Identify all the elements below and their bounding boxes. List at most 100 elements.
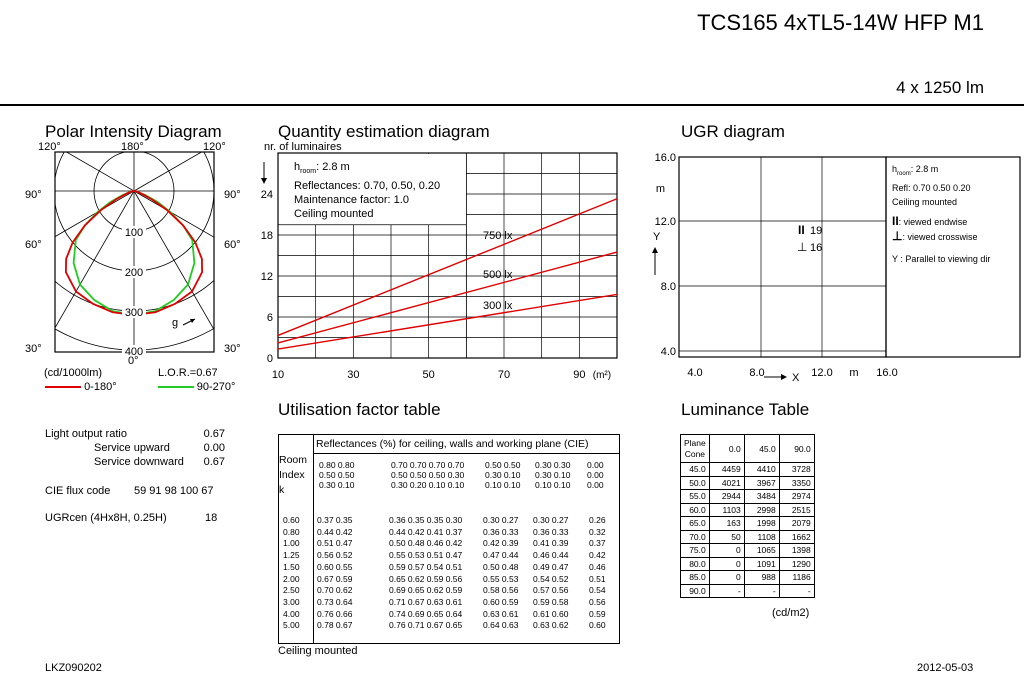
lum-cell: 4021 — [708, 475, 745, 490]
uf-cell: 0.26 — [589, 515, 606, 525]
uf-refl-line: 0.10 0.10 — [485, 480, 521, 490]
qty-xtick: 90 — [573, 369, 585, 381]
uf-cell: 0.78 0.67 — [317, 620, 353, 631]
uf-cell: 0.55 0.53 0.51 0.47 — [389, 550, 463, 561]
ring-label-bg — [122, 345, 146, 357]
ring-label-4: 400 — [125, 346, 143, 358]
lum-cell: 163 — [708, 516, 745, 531]
uf-refl-line: 0.10 0.10 — [535, 480, 571, 490]
service-upward-value: 0.00 — [203, 442, 225, 454]
lum-cell: 3484 — [743, 489, 780, 504]
quantity-info: hroom: 2.8 m Reflectances: 0.70, 0.50, 0… — [294, 160, 440, 221]
uf-refl-line: 0.50 0.50 0.50 0.30 — [391, 470, 465, 480]
uf-cell: 0.51 0.47 — [317, 538, 353, 549]
uf-cell: 0.54 — [589, 585, 606, 596]
qty-ytick: 24 — [261, 189, 273, 201]
quantity-reflectances: Reflectances: 0.70, 0.50, 0.20 — [294, 180, 441, 193]
uf-room-index: 0.60 — [283, 515, 300, 525]
uf-cell: 0.73 0.64 — [317, 596, 353, 607]
ugr-y-axis: Y — [653, 231, 661, 243]
lor-label: Light output ratio — [45, 428, 127, 440]
qty-xtick: 10 — [272, 369, 284, 381]
uf-cell: 0.37 — [589, 538, 606, 549]
legend-swatch-c0 — [45, 386, 81, 389]
uf-cell: 0.30 0.27 — [533, 515, 569, 525]
header-divider — [0, 104, 1024, 106]
ugr-mount: Ceiling mounted — [892, 196, 958, 207]
ugr-parallel: Y : Parallel to viewing dir — [892, 254, 991, 264]
ugr-x-axis: X — [792, 372, 800, 384]
ugr-xtick: 16.0 — [876, 367, 897, 379]
uf-cell: 0.47 0.44 — [483, 550, 519, 561]
uf-cell: 0.30 0.27 — [483, 515, 519, 525]
cie-flux-value: 59 91 98 100 67 — [134, 485, 214, 497]
uf-cell: 0.49 0.47 — [533, 561, 569, 572]
angle-left-30: 30° — [25, 343, 42, 355]
ugr-ytick: 16.0 — [655, 152, 676, 164]
uf-footer: Ceiling mounted — [278, 645, 358, 657]
ring-label-bg — [122, 226, 146, 238]
qty-line-1 — [277, 251, 618, 344]
lum-col-45: 45.0 — [743, 434, 780, 463]
polar-legend: 0-180° 90-270° — [45, 381, 235, 393]
uf-room-index: 1.25 — [283, 550, 300, 561]
service-upward-label: Service upward — [94, 442, 170, 454]
uf-cell: 0.50 0.48 — [483, 561, 519, 572]
qty-ytick: 18 — [261, 230, 273, 242]
uf-cell: 0.60 0.59 — [483, 596, 519, 607]
uf-cell: 0.63 0.61 — [483, 608, 519, 619]
ring-label-bg — [122, 306, 146, 318]
angle-top-center: 180° — [121, 141, 144, 153]
ring-label-1: 100 — [125, 227, 143, 239]
uf-cell: 0.41 0.39 — [533, 538, 569, 549]
uf-room-index: 4.00 — [283, 608, 300, 619]
angle-top-left: 120° — [38, 141, 61, 153]
lum-cell: 50 — [708, 529, 745, 544]
legend-swatch-c90 — [157, 386, 194, 389]
uf-refl-line: 0.00 — [587, 480, 604, 490]
hroom-value: 2.8 m — [322, 161, 350, 173]
uf-refl-line: 0.00 — [587, 470, 604, 480]
lum-cell: 1091 — [743, 556, 780, 571]
uf-cell: 0.56 0.52 — [317, 550, 353, 561]
ugr-title: UGR diagram — [681, 122, 785, 141]
uf-cell: 0.57 0.56 — [533, 585, 569, 596]
lum-cell: 1662 — [778, 529, 815, 544]
lum-cell: 1186 — [778, 570, 815, 585]
uf-cell: 0.54 0.52 — [533, 573, 569, 584]
lum-cone-angle: 90.0 — [680, 583, 710, 598]
polar-title: Polar Intensity Diagram — [45, 122, 222, 141]
gamma-label: g — [172, 317, 178, 329]
uf-cell: 0.76 0.71 0.67 0.65 — [389, 620, 463, 631]
qty-line-label-0: 750 lx — [483, 230, 513, 242]
lum-cell: 3967 — [743, 475, 780, 490]
lum-cell: - — [778, 583, 815, 598]
ugr-y-arrowhead — [652, 247, 658, 253]
uf-room-index: 1.50 — [283, 561, 300, 572]
footer-date: 2012-05-03 — [917, 662, 974, 674]
uf-cell: 0.32 — [589, 526, 606, 537]
lum-cell: 1398 — [778, 543, 815, 558]
qty-y-arrowhead — [261, 178, 267, 184]
uf-cell: 0.36 0.33 — [483, 526, 519, 537]
angle-right-90: 90° — [224, 189, 241, 201]
ugr-legend-frame — [885, 156, 1021, 358]
ugr-hroom-sub: room — [897, 170, 911, 177]
ugr-cen-value: 18 — [205, 512, 218, 524]
uf-cell: 0.63 0.62 — [533, 620, 569, 631]
legend-label-c0: 0-180° — [84, 381, 117, 393]
angle-left-60: 60° — [25, 239, 42, 251]
uf-room-label: Room — [279, 454, 308, 466]
uf-refl-line: 0.70 0.70 0.70 0.70 — [391, 460, 465, 470]
ugr-endwise-icon: II — [798, 223, 805, 237]
uf-cell: 0.56 — [589, 596, 606, 607]
uf-cell: 0.44 0.42 0.41 0.37 — [389, 526, 463, 537]
lum-row: 90.0--- — [680, 583, 815, 598]
ugr-m-y: m — [656, 183, 665, 195]
lum-cell: 2974 — [778, 489, 815, 504]
